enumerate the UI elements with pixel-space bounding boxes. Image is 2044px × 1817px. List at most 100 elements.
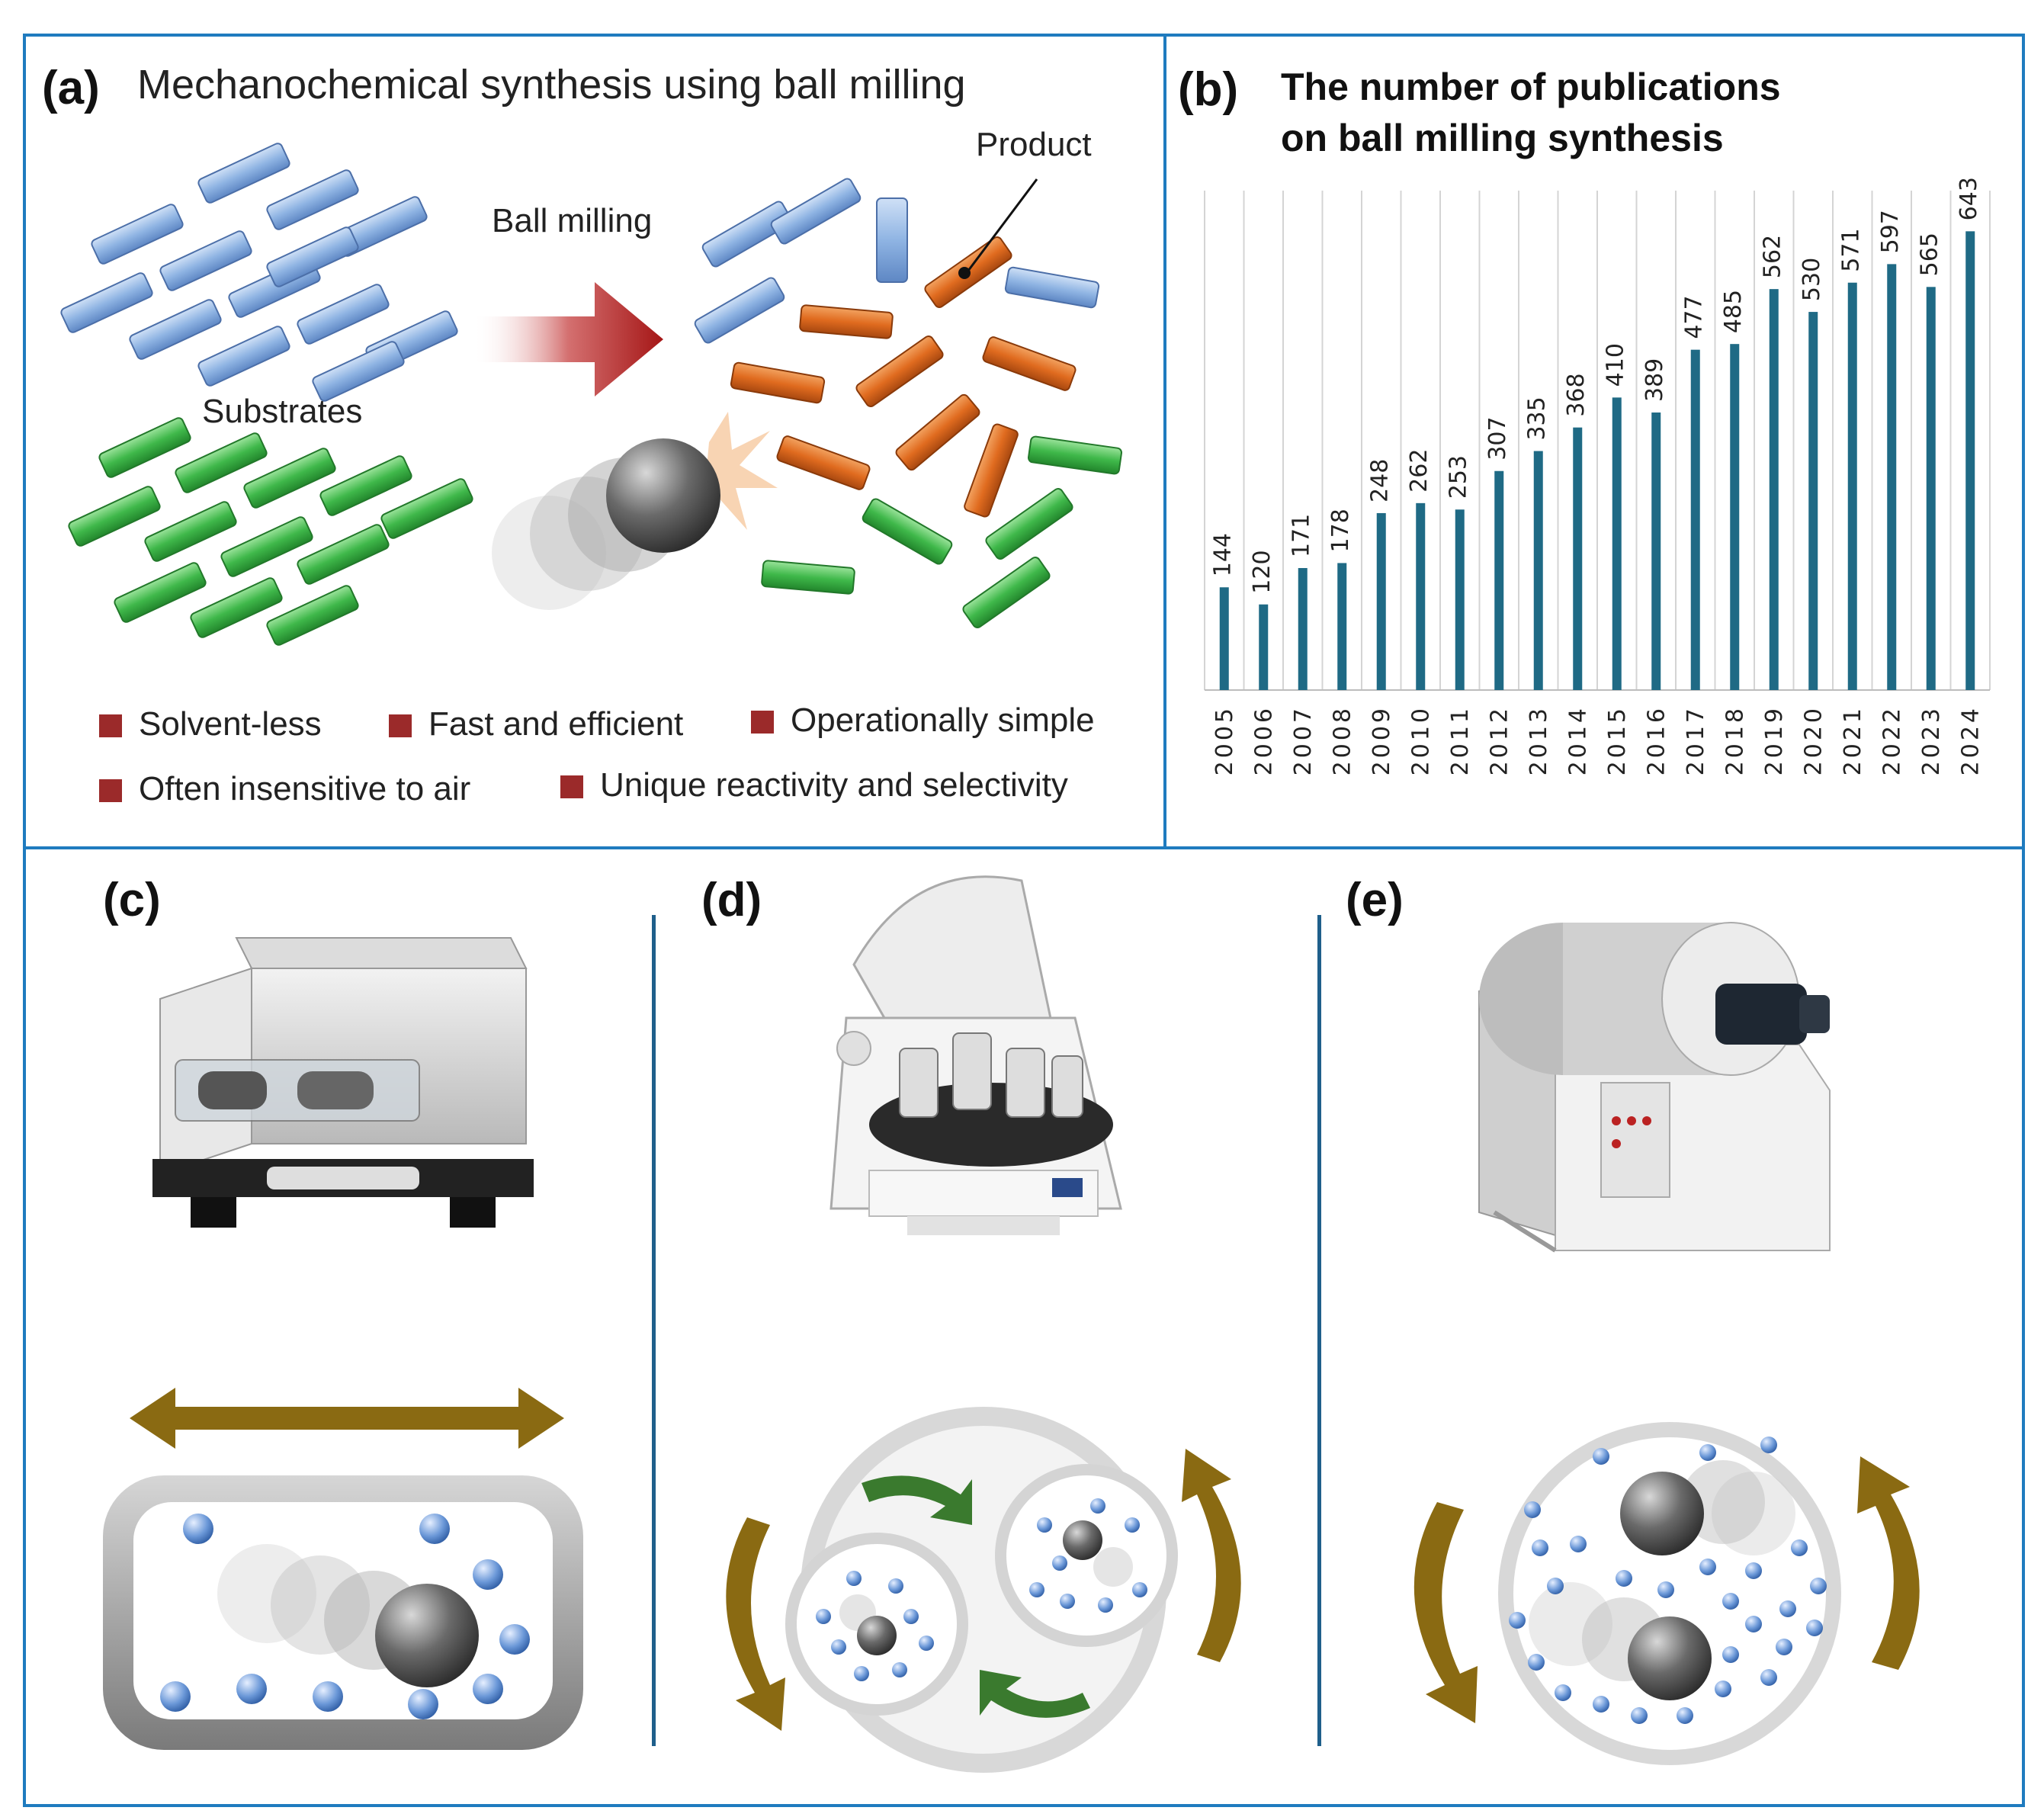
planetary-ball-mill-icon [829, 875, 1122, 1235]
value-label: 368 [1563, 373, 1590, 416]
tick-label: 2008 [1329, 705, 1356, 775]
tick-label: 2014 [1564, 705, 1591, 775]
value-label: 178 [1327, 509, 1354, 552]
bar-2022 [1887, 264, 1897, 691]
bar-2005 [1219, 587, 1229, 690]
panel-b-title-line2: on ball milling synthesis [1281, 117, 1724, 159]
drum-mill-jar-diagram [1413, 1422, 1920, 1765]
tick-label: 2022 [1879, 705, 1905, 775]
feature-item: Fast and efficient [389, 705, 683, 743]
value-label: 643 [1956, 177, 1982, 220]
tick-label: 2018 [1722, 705, 1748, 775]
feature-item: Solvent-less [99, 705, 322, 743]
horizontal-motion-arrow-icon [130, 1388, 564, 1449]
value-label: 307 [1484, 416, 1511, 460]
product-mixture [694, 178, 1123, 628]
value-label: 144 [1210, 533, 1237, 576]
tick-label: 2021 [1840, 705, 1866, 775]
feature-text: Solvent-less [139, 705, 322, 743]
value-label: 410 [1603, 343, 1629, 387]
bar-2010 [1416, 502, 1426, 690]
blue-substrate-crystals [60, 143, 458, 402]
separator-left [652, 915, 656, 1746]
bullet-square-icon [99, 779, 122, 803]
bar-2023 [1926, 287, 1936, 690]
tick-label: 2010 [1407, 705, 1434, 775]
product-label: Product [976, 126, 1092, 163]
feature-text: Fast and efficient [428, 705, 684, 743]
tick-label: 2013 [1526, 705, 1552, 775]
bullet-square-icon [389, 714, 412, 738]
value-label: 597 [1877, 210, 1904, 253]
value-label: 120 [1249, 550, 1275, 593]
feature-text: Operationally simple [791, 701, 1095, 739]
tick-label: 2020 [1800, 705, 1827, 775]
feature-text: Unique reactivity and selectivity [600, 766, 1068, 804]
substrates-label: Substrates [202, 393, 363, 430]
bar-2012 [1494, 470, 1504, 690]
tick-label: 2007 [1290, 705, 1317, 775]
feature-item: Unique reactivity and selectivity [560, 766, 1068, 804]
value-label: 530 [1799, 258, 1825, 301]
bar-2017 [1690, 349, 1700, 690]
bar-2019 [1769, 289, 1779, 691]
tick-label: 2019 [1761, 705, 1788, 775]
tick-label: 2006 [1250, 705, 1277, 775]
tick-label: 2015 [1604, 705, 1631, 775]
tick-label: 2024 [1957, 705, 1984, 775]
panel-e-label: (e) [1346, 874, 1404, 926]
bar-2021 [1847, 282, 1857, 690]
feature-text: Often insensitive to air [139, 770, 471, 807]
panel-a-illustration [60, 143, 1123, 646]
value-label: 477 [1681, 295, 1708, 339]
value-label: 562 [1760, 235, 1786, 278]
bar-2016 [1651, 413, 1661, 690]
value-label: 248 [1367, 459, 1394, 502]
bar-2013 [1533, 451, 1543, 690]
tick-label: 2012 [1486, 705, 1513, 775]
milling-ball-icon [492, 412, 778, 610]
value-label: 389 [1641, 358, 1668, 402]
value-label: 485 [1720, 290, 1747, 333]
planetary-mill-jar-diagram [726, 1407, 1241, 1773]
green-substrate-crystals [68, 417, 473, 646]
bullet-square-icon [99, 714, 122, 738]
bar-2011 [1455, 509, 1465, 690]
value-label: 565 [1917, 233, 1943, 276]
bar-2008 [1337, 563, 1347, 690]
bar-2024 [1965, 231, 1975, 691]
value-label: 335 [1524, 396, 1551, 440]
panel-d-label: (d) [701, 874, 762, 926]
tick-label: 2017 [1683, 705, 1709, 775]
ball-milling-label: Ball milling [492, 202, 653, 239]
bullet-square-icon [560, 775, 583, 799]
separator-right [1317, 915, 1321, 1746]
panel-a-label: (a) [42, 62, 100, 114]
bar-2020 [1808, 312, 1818, 690]
bar-2018 [1730, 344, 1740, 690]
bar-2015 [1612, 397, 1622, 690]
feature-item: Operationally simple [751, 701, 1095, 740]
tick-label: 2009 [1369, 705, 1395, 775]
panel-b-label: (b) [1178, 63, 1239, 116]
mixer-mill-icon [152, 937, 534, 1228]
tick-label: 2023 [1918, 705, 1945, 775]
reaction-arrow [473, 282, 663, 396]
value-label: 571 [1838, 228, 1865, 271]
panel-c-label: (c) [103, 874, 161, 926]
value-label: 171 [1288, 514, 1315, 557]
value-label: 253 [1446, 455, 1472, 499]
lower-panels-frame [23, 846, 2025, 1807]
bar-2006 [1259, 604, 1269, 690]
bar-2009 [1376, 512, 1386, 690]
mixer-mill-jar-diagram [103, 1475, 583, 1750]
tick-label: 2016 [1643, 705, 1670, 775]
bar-2007 [1298, 567, 1308, 690]
value-label: 262 [1406, 449, 1433, 493]
feature-item: Often insensitive to air [99, 770, 470, 808]
tick-label: 2005 [1211, 705, 1238, 775]
drum-ball-mill-icon [1478, 922, 1831, 1253]
publications-bar-chart: 144 2005 120 2006 171 2007 178 2008 248 2009 262 20… [1204, 177, 1991, 775]
bullet-square-icon [751, 711, 774, 734]
bar-2014 [1573, 427, 1583, 690]
